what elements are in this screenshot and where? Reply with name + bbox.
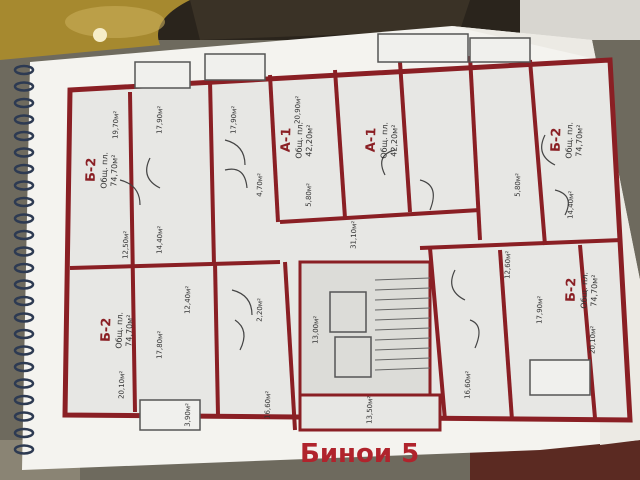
room-area-label: 19,70м² xyxy=(112,111,121,140)
apartment-label-text: Общ. пл. xyxy=(294,122,304,159)
apartment-label-text: Общ. пл. xyxy=(564,122,574,159)
room-area-label: 16,60м² xyxy=(264,391,273,420)
apartment-label-text: Б-2 xyxy=(99,317,115,342)
spiral-ring xyxy=(13,328,35,340)
spiral-ring xyxy=(13,361,35,373)
balconies xyxy=(134,33,591,431)
building-outline xyxy=(62,57,633,423)
spiral-ring xyxy=(13,163,35,175)
room-area-label: 13,50м² xyxy=(366,396,375,425)
spiral-ring xyxy=(13,81,35,92)
spiral-ring xyxy=(13,213,35,224)
door-swings xyxy=(119,134,569,351)
bottom-hall xyxy=(298,393,442,432)
apartment-label-text: 42,20м² xyxy=(304,124,314,156)
apartment-label-text: 74,70м² xyxy=(574,124,584,156)
spiral-ring xyxy=(13,378,35,389)
spiral-ring xyxy=(13,411,35,422)
apartment-label-text: Общ. пл. xyxy=(379,122,389,159)
room-area-label: 5,80м² xyxy=(514,173,523,197)
spiral-ring xyxy=(13,114,35,125)
spiral-ring xyxy=(13,345,35,356)
room-area-label: 4,70м² xyxy=(256,173,265,197)
spiral-ring xyxy=(13,279,35,290)
room-area-label: 17,80м² xyxy=(156,331,165,360)
stair-steps xyxy=(374,277,431,371)
spiral-ring xyxy=(13,180,35,191)
spiral-ring xyxy=(13,97,35,109)
spiral-ring xyxy=(13,312,35,323)
apartment-label-text: 74,70м² xyxy=(109,154,119,186)
room-area-label: 3,90м² xyxy=(184,403,193,427)
spiral-binding xyxy=(13,64,35,455)
apartment-label-text: Б-2 xyxy=(564,277,580,302)
elevator-2 xyxy=(334,336,372,378)
spiral-ring xyxy=(13,262,35,274)
room-area-label: 20,10м² xyxy=(589,326,598,355)
apartment-label-text: А-1 xyxy=(279,127,295,152)
room-area-label: 12,50м² xyxy=(122,231,131,260)
spiral-ring xyxy=(13,64,35,76)
spiral-ring xyxy=(13,394,35,406)
room-area-label: 31,10м² xyxy=(350,221,359,250)
apartment-label-text: А-1 xyxy=(364,127,380,152)
room-area-label: 12,40м² xyxy=(184,286,193,315)
apartment-label-text: Общ. пл. xyxy=(99,152,109,189)
apartment-label-text: 74,70м² xyxy=(589,274,599,306)
table-right-light xyxy=(520,0,640,40)
room-area-label: 14,40м² xyxy=(156,226,165,255)
room-area-label: 16,60м² xyxy=(464,371,473,400)
spiral-ring xyxy=(13,444,35,455)
apartment-label-text: Общ. пл. xyxy=(579,272,589,309)
room-area-label: 12,60м² xyxy=(504,251,513,280)
apartment-label-text: 74,70м² xyxy=(124,314,134,346)
apartment-label-text: Б-2 xyxy=(84,157,100,182)
spiral-ring xyxy=(13,147,35,158)
spiral-ring xyxy=(13,427,35,439)
room-area-label: 5,80м² xyxy=(305,183,314,207)
gold-ornament-ring xyxy=(65,6,165,38)
spiral-ring xyxy=(13,229,35,241)
table-dark-band xyxy=(190,0,470,40)
spiral-ring xyxy=(13,295,35,307)
room-area-label: 17,90м² xyxy=(156,106,165,135)
apartment-label-text: Б-2 xyxy=(549,127,565,152)
spiral-ring xyxy=(13,196,35,208)
room-area-label: 13,00м² xyxy=(312,316,321,345)
apartment-label-text: 42,20м² xyxy=(389,124,399,156)
room-area-label: 2,20м² xyxy=(256,298,265,322)
elevator-1 xyxy=(329,291,367,333)
room-area-label: 17,90м² xyxy=(536,296,545,325)
spiral-ring xyxy=(13,246,35,257)
room-area-label: 20,10м² xyxy=(118,371,127,400)
room-area-label: 20,90м² xyxy=(294,96,303,125)
interior-walls xyxy=(69,55,623,431)
spiral-ring xyxy=(13,130,35,142)
apartment-label-text: Общ. пл. xyxy=(114,312,124,349)
building-caption: Бинои 5 xyxy=(300,439,419,469)
light-reflection xyxy=(93,28,107,42)
room-area-label: 17,90м² xyxy=(230,106,239,135)
room-area-label: 14,40м² xyxy=(567,191,576,220)
